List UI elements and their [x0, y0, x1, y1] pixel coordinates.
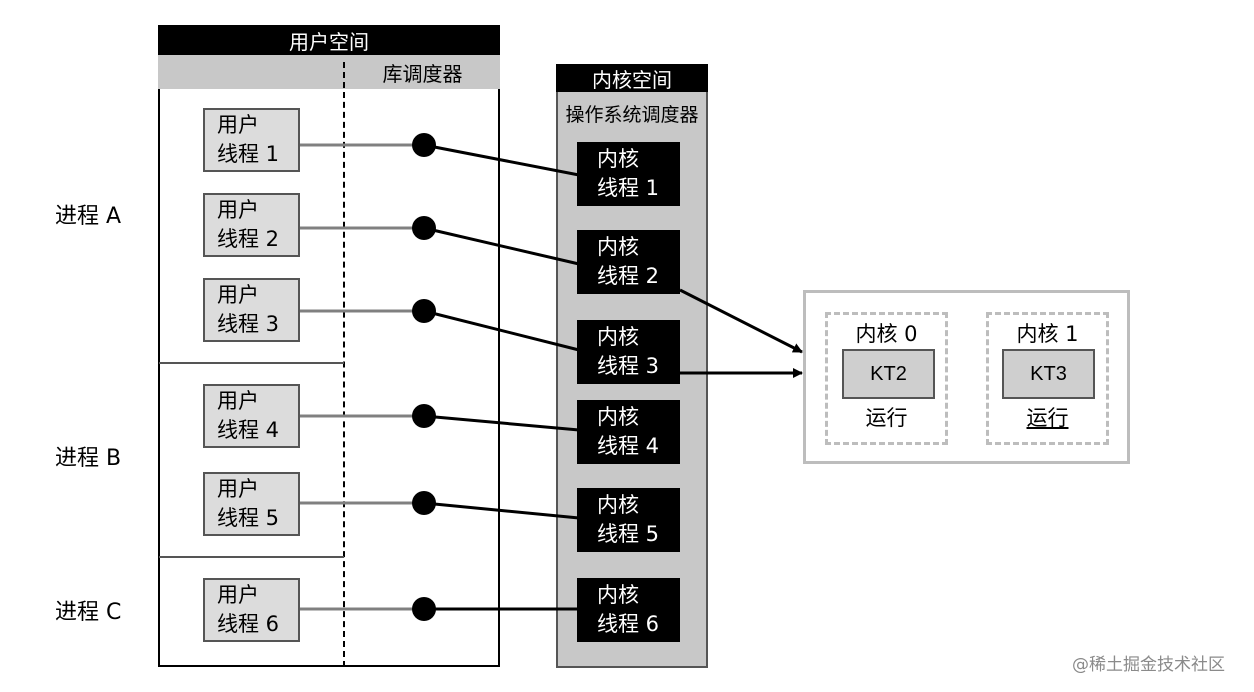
user-thread-links: [300, 143, 424, 611]
kernel-thread-4-line1: 内核: [597, 405, 639, 429]
scheduler-dot-6: [412, 597, 436, 621]
core-0-thread: KT2: [842, 349, 935, 399]
core-assignment-arrows: [679, 288, 803, 378]
kernel-thread-2-line2: 线程 2: [597, 264, 660, 288]
kernel-link-4: [423, 414, 580, 432]
kernel-thread-5-line2: 线程 5: [597, 522, 660, 546]
kernel-thread-2: 内核 线程 2: [577, 230, 680, 294]
user-thread-5-line1: 用户: [217, 477, 259, 501]
user-thread-1-line1: 用户: [217, 113, 259, 137]
kernel-thread-1-line1: 内核: [597, 147, 639, 171]
kernel-thread-3-line1: 内核: [597, 325, 639, 349]
kernel-thread-5: 内核 线程 5: [577, 488, 680, 552]
user-thread-3: 用户 线程 3: [203, 278, 300, 342]
kernel-thread-1: 内核 线程 1: [577, 142, 680, 206]
core-1-status-text: 运行: [1026, 406, 1069, 430]
kernel-link-3: [423, 309, 580, 352]
kernel-thread-6: 内核 线程 6: [577, 578, 680, 642]
user-thread-6: 用户 线程 6: [203, 578, 300, 642]
user-thread-1: 用户 线程 1: [203, 108, 300, 172]
user-thread-1-line2: 线程 1: [217, 142, 280, 166]
user-space-header: 用户空间: [158, 25, 500, 55]
user-thread-4: 用户 线程 4: [203, 384, 300, 448]
library-scheduler-label: 库调度器: [382, 61, 463, 86]
process-separator-bc: [159, 556, 344, 558]
kernel-thread-1-line2: 线程 1: [597, 176, 660, 200]
user-thread-2: 用户 线程 2: [203, 193, 300, 257]
user-thread-4-line1: 用户: [217, 389, 259, 413]
user-thread-6-line1: 用户: [217, 583, 259, 607]
user-space-subheader: [158, 55, 500, 89]
watermark: @稀土掘金技术社区: [1072, 655, 1225, 675]
user-thread-2-line1: 用户: [217, 198, 259, 222]
core-1-status: 运行: [986, 402, 1109, 432]
scheduler-divider: [343, 62, 345, 667]
user-thread-2-line2: 线程 2: [217, 227, 280, 251]
process-b-label: 进程 B: [55, 446, 122, 471]
user-thread-5-line2: 线程 5: [217, 506, 280, 530]
user-thread-3-line2: 线程 3: [217, 312, 280, 336]
process-a-label: 进程 A: [55, 204, 122, 229]
user-space-body: [158, 89, 500, 667]
kernel-thread-3-line2: 线程 3: [597, 354, 660, 378]
core-1-box: [986, 312, 1109, 445]
core-0-box: [825, 312, 948, 445]
kernel-link-1: [423, 143, 580, 177]
kernel-thread-links: [423, 143, 580, 611]
user-thread-6-line2: 线程 6: [217, 612, 280, 636]
scheduler-dot-4: [412, 404, 436, 428]
scheduler-dot-1: [412, 133, 436, 157]
kernel-thread-4-line2: 线程 4: [597, 434, 660, 458]
core-0-label: 内核 0: [855, 322, 918, 346]
kernel-thread-5-line1: 内核: [597, 493, 639, 517]
arrow-kt2-to-core: [679, 288, 803, 354]
scheduler-dots: [412, 133, 436, 621]
kernel-thread-6-line2: 线程 6: [597, 612, 660, 636]
process-c-label: 进程 C: [55, 600, 122, 625]
scheduler-dot-2: [412, 216, 436, 240]
core-0-status: 运行: [865, 406, 908, 430]
core-1-thread: KT3: [1002, 349, 1095, 399]
kernel-thread-2-line1: 内核: [597, 235, 639, 259]
core-1-label: 内核 1: [1016, 322, 1079, 346]
kernel-thread-4: 内核 线程 4: [577, 400, 680, 464]
user-thread-4-line2: 线程 4: [217, 418, 280, 442]
kernel-thread-6-line1: 内核: [597, 583, 639, 607]
kernel-thread-3: 内核 线程 3: [577, 320, 680, 384]
process-separator-ab: [159, 362, 344, 364]
user-thread-3-line1: 用户: [217, 283, 259, 307]
kernel-link-2: [423, 226, 580, 266]
os-scheduler-label: 操作系统调度器: [565, 104, 699, 126]
scheduler-dot-5: [412, 491, 436, 515]
kernel-link-5: [423, 501, 580, 520]
scheduler-dot-3: [412, 299, 436, 323]
kernel-space-header: 内核空间: [556, 64, 708, 92]
user-thread-5: 用户 线程 5: [203, 472, 300, 536]
